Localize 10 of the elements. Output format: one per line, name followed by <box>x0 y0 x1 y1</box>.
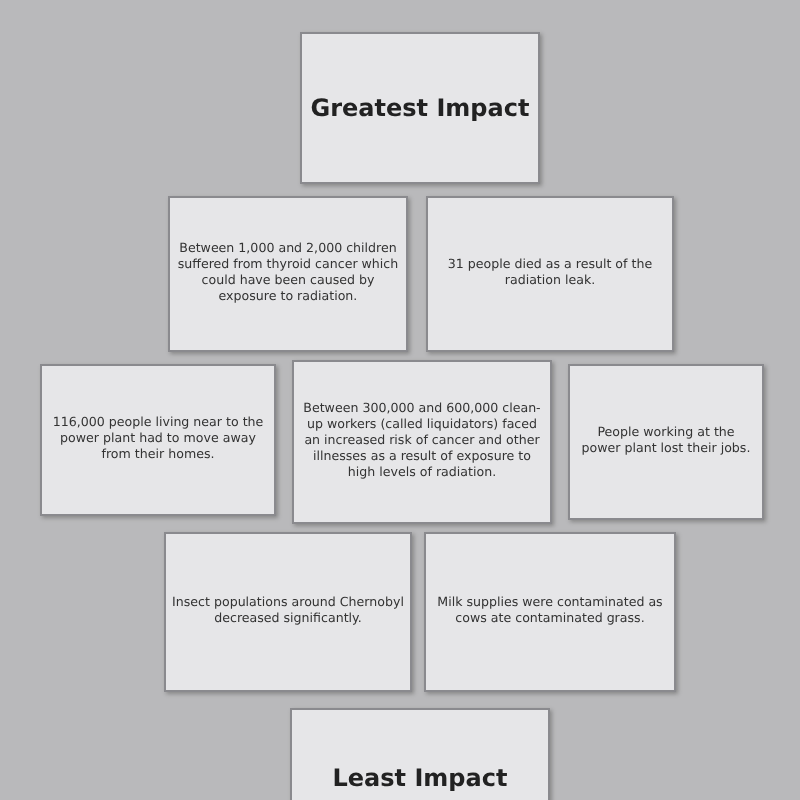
statement-card <box>168 196 408 352</box>
statement-card <box>426 196 674 352</box>
statement-card <box>292 360 552 524</box>
statement-card <box>568 364 764 520</box>
heading-card <box>300 32 540 184</box>
heading-text: Least Impact <box>332 764 508 792</box>
statement-card <box>424 532 676 692</box>
heading-text: Greatest Impact <box>310 94 530 122</box>
statement-card <box>40 364 276 516</box>
statement-card <box>164 532 412 692</box>
